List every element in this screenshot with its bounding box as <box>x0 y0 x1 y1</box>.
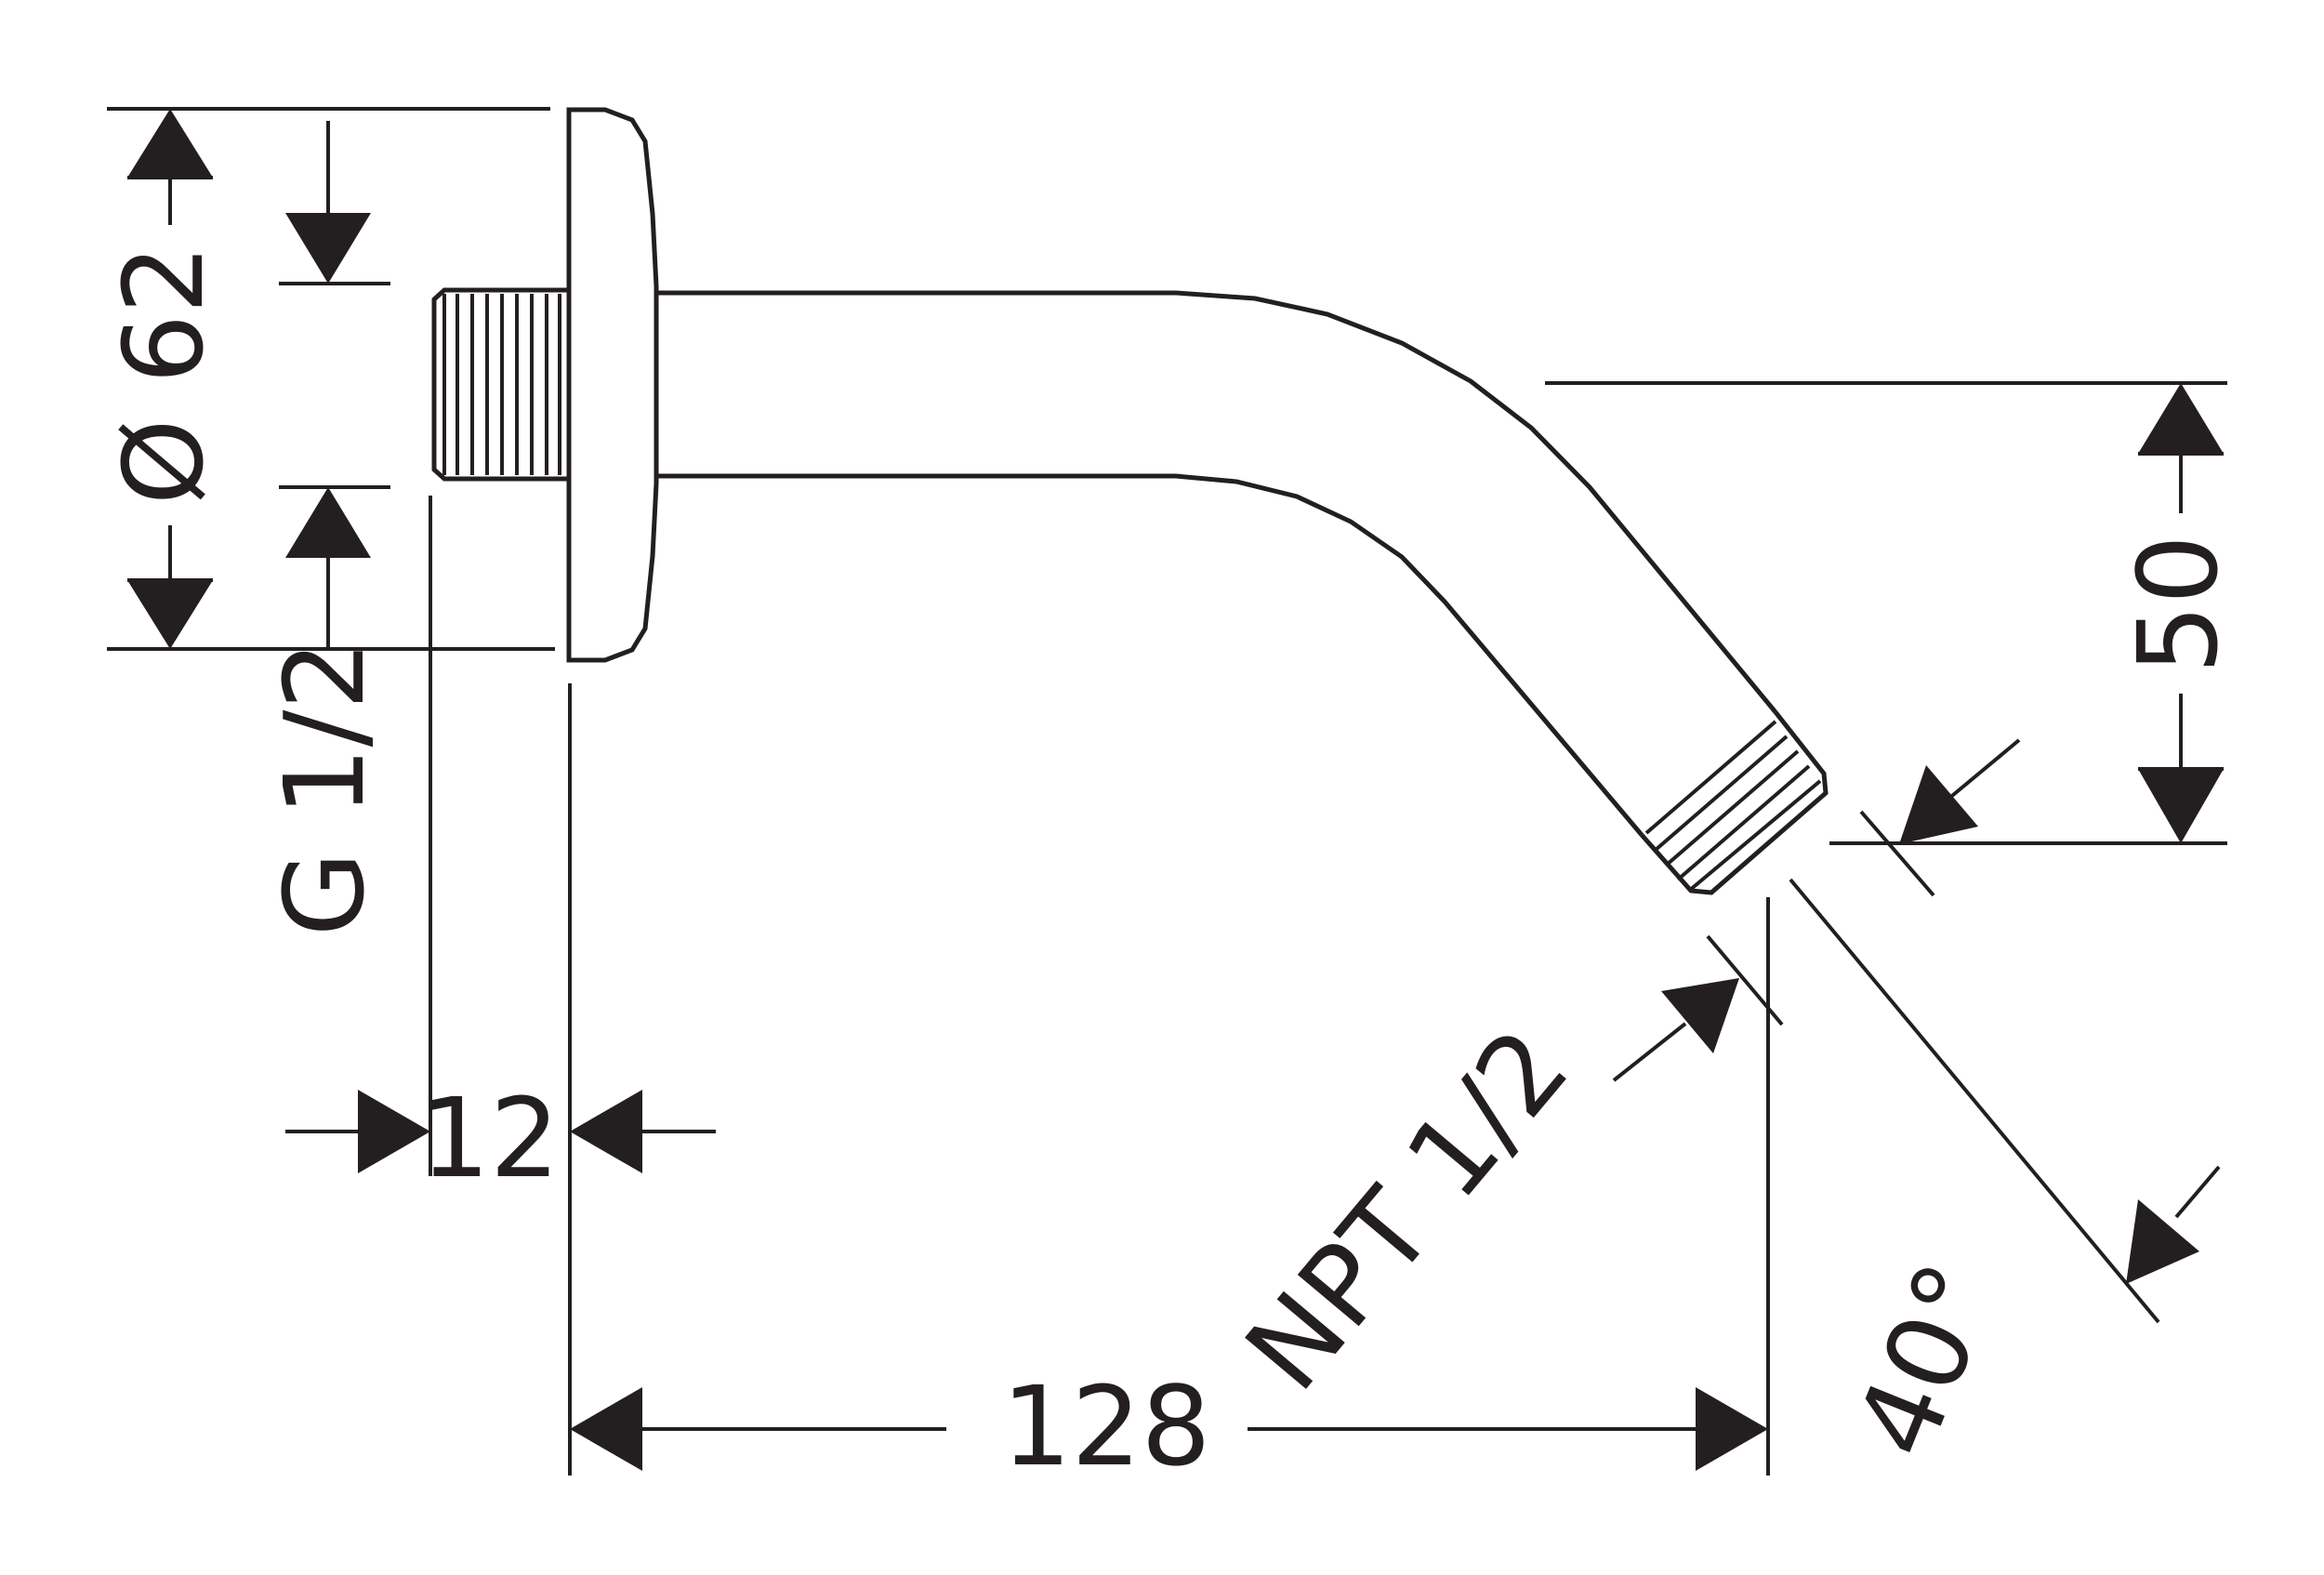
pipe-lower-edge <box>656 473 1644 837</box>
outlet-thread-end <box>1640 710 1829 895</box>
dim-flange-diameter: Ø 62 <box>99 109 228 649</box>
flange <box>566 107 659 663</box>
dim-inlet-thread: G 1/2 <box>260 121 389 936</box>
dim-angle: 40° <box>1830 1165 2221 1475</box>
dim-drop: 50 <box>2114 383 2242 843</box>
label-arm-length: 128 <box>1001 1362 1210 1490</box>
label-drop: 50 <box>2114 535 2242 674</box>
pipe-upper-edge <box>656 290 1777 714</box>
dim-thread-length: 12 <box>285 1074 716 1202</box>
label-inlet-thread: G 1/2 <box>260 641 389 937</box>
extension-lines <box>107 107 2227 1476</box>
label-angle: 40° <box>1830 1246 2022 1475</box>
dim-arm-length: 128 <box>570 1362 1768 1490</box>
label-outlet-thread: NPT 1/2 <box>1221 1005 1593 1414</box>
label-flange-diameter: Ø 62 <box>99 245 228 506</box>
label-thread-length: 12 <box>420 1074 560 1202</box>
inlet-thread-stub <box>431 287 569 482</box>
shower-arm-part <box>431 107 1829 895</box>
